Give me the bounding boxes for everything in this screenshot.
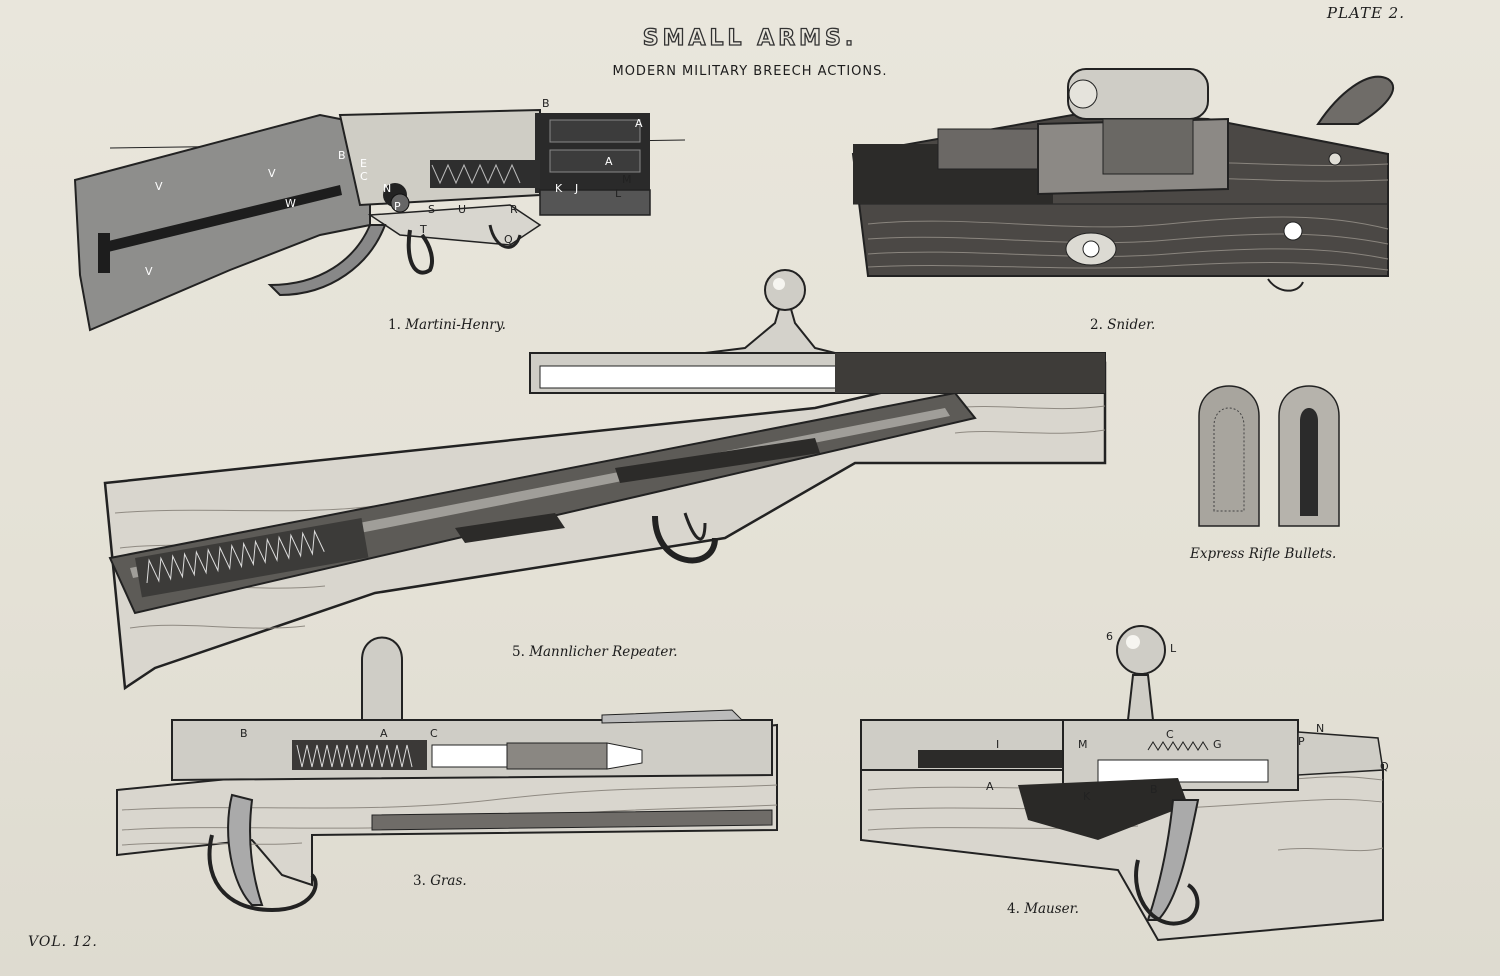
plate-number: PLATE 2. bbox=[1326, 4, 1405, 22]
svg-text:A: A bbox=[380, 727, 388, 740]
svg-text:C: C bbox=[430, 727, 438, 740]
svg-text:P: P bbox=[394, 200, 401, 213]
snider-illustration bbox=[851, 68, 1395, 292]
svg-text:R: R bbox=[510, 203, 518, 216]
svg-text:B: B bbox=[240, 727, 248, 740]
plate-subtitle: MODERN MILITARY BREECH ACTIONS. bbox=[612, 64, 888, 79]
svg-text:N: N bbox=[1316, 722, 1324, 735]
svg-text:P: P bbox=[1298, 735, 1305, 748]
mannlicher-repeater-illustration bbox=[103, 269, 1107, 691]
svg-text:L: L bbox=[1170, 642, 1177, 655]
svg-text:G: G bbox=[1213, 738, 1222, 751]
svg-text:6: 6 bbox=[1106, 630, 1113, 643]
figure-1-caption: 1. Martini-Henry. bbox=[388, 317, 506, 333]
figure-5-caption: 5. Mannlicher Repeater. bbox=[512, 644, 678, 660]
svg-text:J: J bbox=[574, 182, 578, 195]
volume-mark: VOL. 12. bbox=[28, 934, 98, 950]
svg-text:I: I bbox=[996, 738, 999, 751]
svg-text:T: T bbox=[419, 223, 427, 236]
svg-text:V: V bbox=[145, 265, 153, 278]
plate-title: SMALL ARMS. bbox=[642, 25, 858, 51]
svg-text:Q: Q bbox=[504, 233, 513, 246]
svg-text:C: C bbox=[360, 170, 368, 183]
svg-text:B: B bbox=[542, 97, 550, 110]
svg-text:V: V bbox=[268, 167, 276, 180]
svg-text:K: K bbox=[555, 182, 563, 195]
svg-text:A: A bbox=[986, 780, 994, 793]
svg-text:B: B bbox=[1150, 783, 1158, 796]
svg-text:C: C bbox=[1166, 728, 1174, 741]
svg-text:M: M bbox=[1078, 738, 1088, 751]
svg-text:L: L bbox=[615, 187, 622, 200]
svg-text:V: V bbox=[155, 180, 163, 193]
svg-text:E: E bbox=[360, 157, 367, 170]
svg-text:N: N bbox=[383, 182, 391, 195]
svg-text:B: B bbox=[338, 149, 346, 162]
figure-4-caption: 4. Mauser. bbox=[1007, 901, 1079, 917]
express-rifle-bullets-illustration bbox=[1198, 385, 1340, 527]
bullets-caption: Express Rifle Bullets. bbox=[1190, 546, 1337, 562]
figure-3-caption: 3. Gras. bbox=[413, 873, 467, 889]
svg-text:U: U bbox=[458, 203, 466, 216]
gras-illustration: B A C D bbox=[116, 636, 778, 913]
svg-text:Q: Q bbox=[1380, 760, 1389, 773]
svg-text:W: W bbox=[285, 197, 296, 210]
svg-text:M: M bbox=[622, 173, 632, 186]
mauser-illustration: 6 L I M C G P N Q A K B bbox=[860, 625, 1389, 942]
martini-henry-illustration: B A A B E C N P W V V V S U T R Q K J L … bbox=[73, 97, 686, 332]
svg-text:K: K bbox=[1083, 790, 1091, 803]
figure-2-caption: 2. Snider. bbox=[1090, 317, 1156, 333]
svg-text:S: S bbox=[428, 203, 435, 216]
svg-text:D: D bbox=[436, 751, 444, 764]
svg-text:A: A bbox=[605, 155, 613, 168]
svg-text:A: A bbox=[635, 117, 643, 130]
